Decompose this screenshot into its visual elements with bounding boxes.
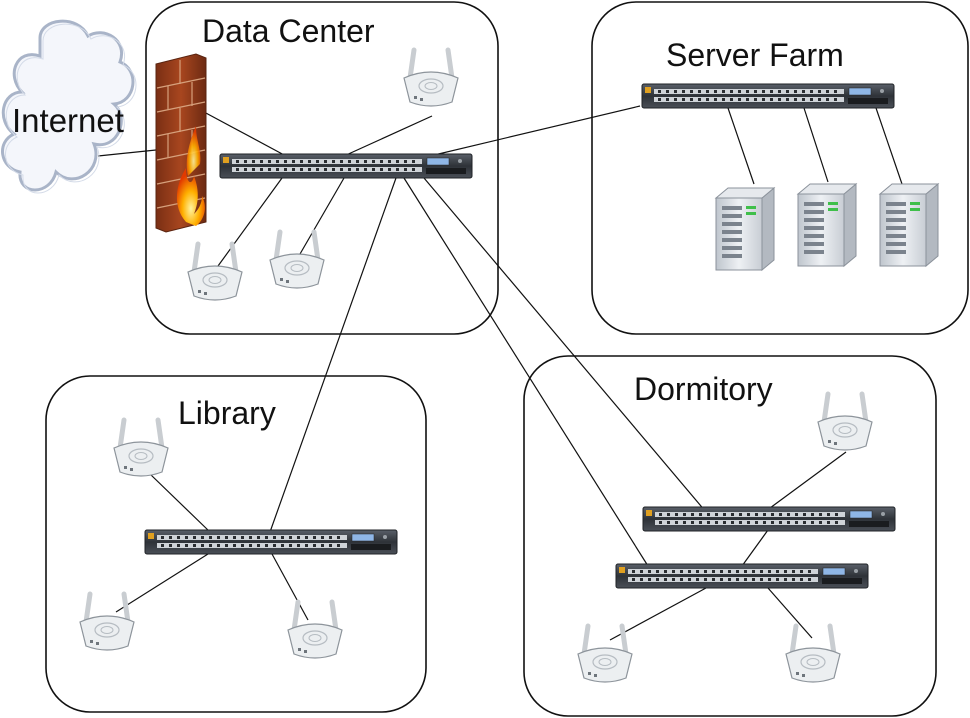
dc-access-point-icon-left — [188, 244, 242, 300]
library-access-point-icon-top — [114, 420, 168, 476]
link-lib-switch-ap-top — [149, 473, 211, 533]
dorm-switch-icon-lower — [615, 563, 869, 589]
server-icon-1 — [715, 187, 775, 271]
link-dc-switch-dorm-lower — [403, 177, 649, 567]
zone-title-data-center: Data Center — [202, 13, 375, 49]
link-dc-switch-ap-left — [217, 177, 283, 267]
link-dc-switch-library — [269, 177, 397, 533]
link-lib-switch-ap-right — [271, 553, 309, 621]
link-dorm-lower-ap-left — [609, 587, 707, 641]
link-lib-switch-ap-left — [115, 553, 209, 613]
link-dc-switch-ap-top — [343, 115, 433, 157]
connections — [97, 105, 903, 641]
link-sf-switch-server-3 — [875, 107, 903, 185]
firewall-icon — [155, 53, 207, 233]
dc-core-switch-icon — [219, 153, 473, 179]
zone-title-library: Library — [178, 395, 276, 431]
internet-cloud-icon — [1, 19, 137, 194]
zone-data-center — [145, 1, 499, 335]
link-dorm-upper-ap — [769, 451, 847, 509]
dorm-access-point-icon-left — [578, 626, 632, 682]
dorm-switch-icon-upper — [642, 506, 896, 532]
library-access-point-icon-left — [80, 594, 134, 650]
dc-access-point-icon-right — [270, 232, 324, 288]
internet-label: Internet — [12, 102, 124, 139]
dorm-access-point-icon-top — [818, 394, 872, 450]
link-firewall-dc-switch — [203, 111, 287, 157]
zone-title-server-farm: Server Farm — [666, 37, 844, 73]
zone-title-dormitory: Dormitory — [634, 371, 773, 407]
link-dc-switch-dorm-upper — [423, 177, 707, 513]
link-dorm-upper-lower — [741, 529, 769, 567]
library-switch-icon — [144, 529, 398, 555]
server-icon-3 — [879, 183, 939, 267]
server-farm-switch-icon — [641, 83, 895, 109]
zone-library — [45, 375, 427, 713]
zone-dormitory — [523, 355, 937, 717]
zone-server-farm — [591, 1, 969, 335]
link-dc-switch-ap-right — [299, 177, 345, 255]
link-sf-switch-server-1 — [727, 107, 755, 185]
link-dc-switch-server-farm — [429, 105, 641, 157]
link-sf-switch-server-2 — [803, 107, 829, 183]
server-icon-2 — [797, 183, 857, 267]
link-internet-firewall — [97, 149, 157, 157]
library-access-point-icon-right — [288, 602, 342, 658]
dc-access-point-icon-top — [404, 50, 458, 106]
dorm-access-point-icon-right — [786, 626, 840, 682]
link-dorm-lower-ap-right — [767, 587, 813, 639]
